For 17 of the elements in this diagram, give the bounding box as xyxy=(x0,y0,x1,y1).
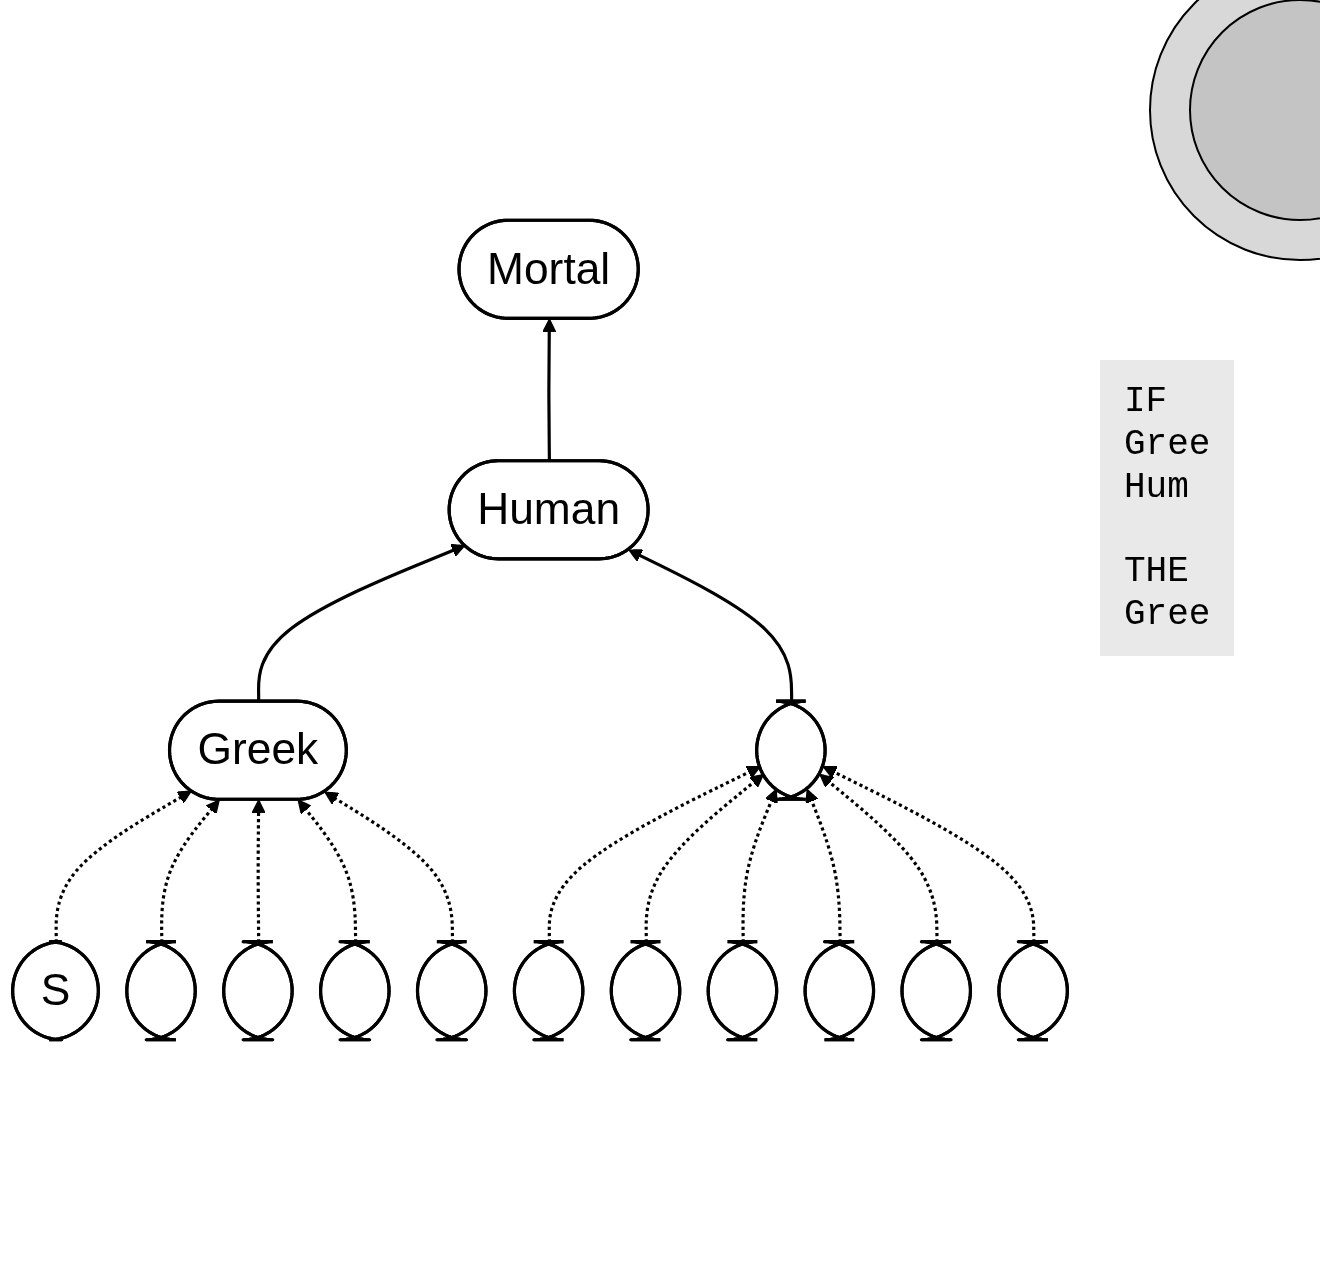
arrow xyxy=(54,790,192,943)
arrow xyxy=(297,799,358,943)
arrow xyxy=(741,788,778,943)
note-text: IF xyxy=(1124,380,1169,424)
arrow xyxy=(547,766,761,943)
note-text: Gree xyxy=(1124,592,1211,636)
arrow xyxy=(251,799,266,943)
note-text: THE xyxy=(1124,549,1190,593)
note-text: Hum xyxy=(1124,466,1190,510)
arrow xyxy=(822,766,1036,943)
arrow xyxy=(257,543,466,702)
arrow xyxy=(324,791,455,943)
arrow xyxy=(644,773,765,943)
arrow xyxy=(160,799,220,943)
arrow xyxy=(819,773,939,943)
arrow xyxy=(805,788,842,943)
note-text: Gree xyxy=(1124,423,1211,467)
